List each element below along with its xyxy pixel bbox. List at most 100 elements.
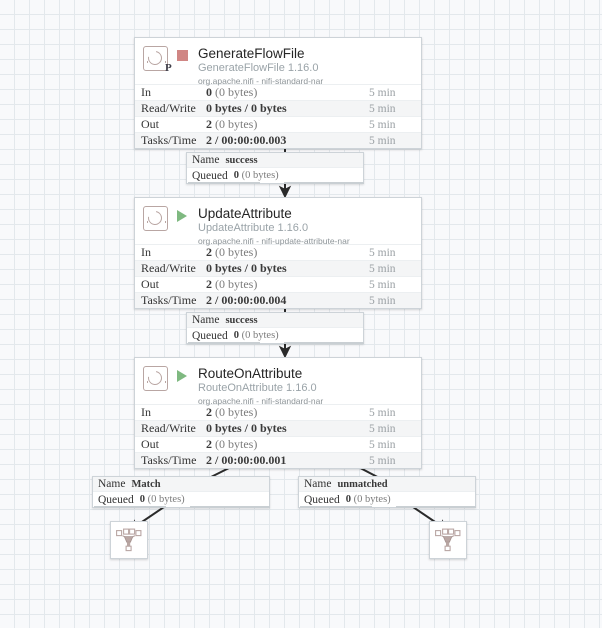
stat-value: 0 bytes / 0 bytes bbox=[206, 421, 287, 435]
processor-type: RouteOnAttribute 1.16.0 bbox=[198, 382, 317, 394]
processor-type: UpdateAttribute 1.16.0 bbox=[198, 222, 309, 234]
connection-success-1[interactable]: Name success Queued 0 (0 bytes) bbox=[186, 152, 364, 184]
processor-icon bbox=[143, 206, 173, 240]
processor-name: RouteOnAttribute bbox=[198, 366, 303, 381]
connection-queue-bars bbox=[94, 506, 270, 508]
stat-label: Tasks/Time bbox=[141, 133, 197, 147]
connection-match[interactable]: Name Match Queued 0 (0 bytes) bbox=[92, 476, 270, 508]
stat-label: Read/Write bbox=[141, 421, 196, 435]
stat-label: Out bbox=[141, 117, 159, 131]
connection-queued-row: Queued 0 (0 bytes) bbox=[187, 328, 363, 343]
stat-time: 5 min bbox=[369, 422, 396, 435]
stat-label: Tasks/Time bbox=[141, 293, 197, 307]
stat-label: Read/Write bbox=[141, 261, 196, 275]
stat-row: Tasks/Time 2 / 00:00:00.001 5 min bbox=[135, 452, 421, 468]
connection-queued-key: Queued bbox=[192, 329, 228, 342]
stat-value: 2 / 00:00:00.003 bbox=[206, 133, 287, 147]
processor-header: RouteOnAttribute RouteOnAttribute 1.16.0… bbox=[135, 358, 421, 406]
stat-time: 5 min bbox=[369, 102, 396, 115]
stat-value: 2 / 00:00:00.001 bbox=[206, 453, 287, 467]
stat-time: 5 min bbox=[369, 438, 396, 451]
connection-queued-value: 0 (0 bytes) bbox=[233, 170, 279, 181]
stat-time: 5 min bbox=[369, 406, 396, 419]
connection-queued-value: 0 (0 bytes) bbox=[233, 330, 279, 341]
processor-header: UpdateAttribute UpdateAttribute 1.16.0 o… bbox=[135, 198, 421, 246]
stat-label: In bbox=[141, 85, 151, 99]
stat-row: Out 2 (0 bytes) 5 min bbox=[135, 436, 421, 452]
connection-unmatched[interactable]: Name unmatched Queued 0 (0 bytes) bbox=[298, 476, 476, 508]
stat-label: Out bbox=[141, 437, 159, 451]
stat-row: Read/Write 0 bytes / 0 bytes 5 min bbox=[135, 260, 421, 276]
connection-queued-key: Queued bbox=[192, 169, 228, 182]
connection-queued-key: Queued bbox=[304, 493, 340, 506]
connection-name-value: Match bbox=[131, 478, 161, 490]
connection-name-value: success bbox=[225, 314, 258, 326]
stat-time: 5 min bbox=[369, 294, 396, 307]
processor-header: P GenerateFlowFile GenerateFlowFile 1.16… bbox=[135, 38, 421, 86]
stat-row: In 0 (0 bytes) 5 min bbox=[135, 84, 421, 100]
stat-value: 2 (0 bytes) bbox=[206, 245, 258, 259]
connection-name-row: Name success bbox=[187, 313, 363, 328]
processor-routeonattribute[interactable]: RouteOnAttribute RouteOnAttribute 1.16.0… bbox=[134, 357, 422, 469]
stat-row: In 2 (0 bytes) 5 min bbox=[135, 244, 421, 260]
processor-icon bbox=[143, 366, 173, 400]
status-badge-running[interactable] bbox=[177, 210, 189, 222]
connection-success-2[interactable]: Name success Queued 0 (0 bytes) bbox=[186, 312, 364, 344]
connection-queue-bars bbox=[188, 342, 364, 344]
processor-name: UpdateAttribute bbox=[198, 206, 292, 221]
stat-row: Tasks/Time 2 / 00:00:00.003 5 min bbox=[135, 132, 421, 148]
stat-label: Out bbox=[141, 277, 159, 291]
connection-name-key: Name bbox=[304, 478, 332, 490]
processor-icon: P bbox=[143, 46, 173, 80]
stat-row: Out 2 (0 bytes) 5 min bbox=[135, 116, 421, 132]
stat-label: In bbox=[141, 245, 151, 259]
stat-label: Read/Write bbox=[141, 101, 196, 115]
stat-value: 2 (0 bytes) bbox=[206, 405, 258, 419]
processor-bundle: org.apache.nifi - nifi-update-attribute-… bbox=[198, 236, 350, 246]
processor-updateattribute[interactable]: UpdateAttribute UpdateAttribute 1.16.0 o… bbox=[134, 197, 422, 309]
connection-name-row: Name Match bbox=[93, 477, 269, 492]
connection-queued-row: Queued 0 (0 bytes) bbox=[187, 168, 363, 183]
stat-label: Tasks/Time bbox=[141, 453, 197, 467]
funnel-left[interactable] bbox=[110, 521, 148, 559]
stat-time: 5 min bbox=[369, 246, 396, 259]
processor-bundle: org.apache.nifi - nifi-standard-nar bbox=[198, 396, 324, 406]
stat-time: 5 min bbox=[369, 262, 396, 275]
stat-time: 5 min bbox=[369, 278, 396, 291]
stat-value: 2 / 00:00:00.004 bbox=[206, 293, 287, 307]
processor-type: GenerateFlowFile 1.16.0 bbox=[198, 62, 319, 74]
connection-name-value: success bbox=[225, 154, 258, 166]
funnel-icon bbox=[116, 528, 142, 552]
stat-value: 0 bytes / 0 bytes bbox=[206, 101, 287, 115]
processor-icon-letter: P bbox=[165, 62, 172, 74]
stat-row: Read/Write 0 bytes / 0 bytes 5 min bbox=[135, 100, 421, 116]
status-badge-stopped[interactable] bbox=[177, 50, 189, 61]
connection-queue-bars bbox=[188, 182, 364, 184]
funnel-right[interactable] bbox=[429, 521, 467, 559]
stat-time: 5 min bbox=[369, 454, 396, 467]
stat-time: 5 min bbox=[369, 118, 396, 131]
stat-time: 5 min bbox=[369, 134, 396, 147]
stat-value: 0 bytes / 0 bytes bbox=[206, 261, 287, 275]
stat-row: In 2 (0 bytes) 5 min bbox=[135, 404, 421, 420]
connection-name-value: unmatched bbox=[337, 478, 388, 490]
processor-name: GenerateFlowFile bbox=[198, 46, 305, 61]
stat-value: 2 (0 bytes) bbox=[206, 437, 258, 451]
stat-row: Tasks/Time 2 / 00:00:00.004 5 min bbox=[135, 292, 421, 308]
stat-row: Read/Write 0 bytes / 0 bytes 5 min bbox=[135, 420, 421, 436]
status-badge-running[interactable] bbox=[177, 370, 189, 382]
funnel-icon bbox=[435, 528, 461, 552]
processor-bundle: org.apache.nifi - nifi-standard-nar bbox=[198, 76, 324, 86]
processor-generateflowfile[interactable]: P GenerateFlowFile GenerateFlowFile 1.16… bbox=[134, 37, 422, 149]
connection-queued-row: Queued 0 (0 bytes) bbox=[93, 492, 269, 507]
stat-value: 0 (0 bytes) bbox=[206, 85, 258, 99]
connection-queued-row: Queued 0 (0 bytes) bbox=[299, 492, 475, 507]
stat-value: 2 (0 bytes) bbox=[206, 277, 258, 291]
connection-queued-key: Queued bbox=[98, 493, 134, 506]
connection-queued-value: 0 (0 bytes) bbox=[139, 494, 185, 505]
connection-queue-bars bbox=[300, 506, 476, 508]
stat-row: Out 2 (0 bytes) 5 min bbox=[135, 276, 421, 292]
stat-label: In bbox=[141, 405, 151, 419]
stat-value: 2 (0 bytes) bbox=[206, 117, 258, 131]
